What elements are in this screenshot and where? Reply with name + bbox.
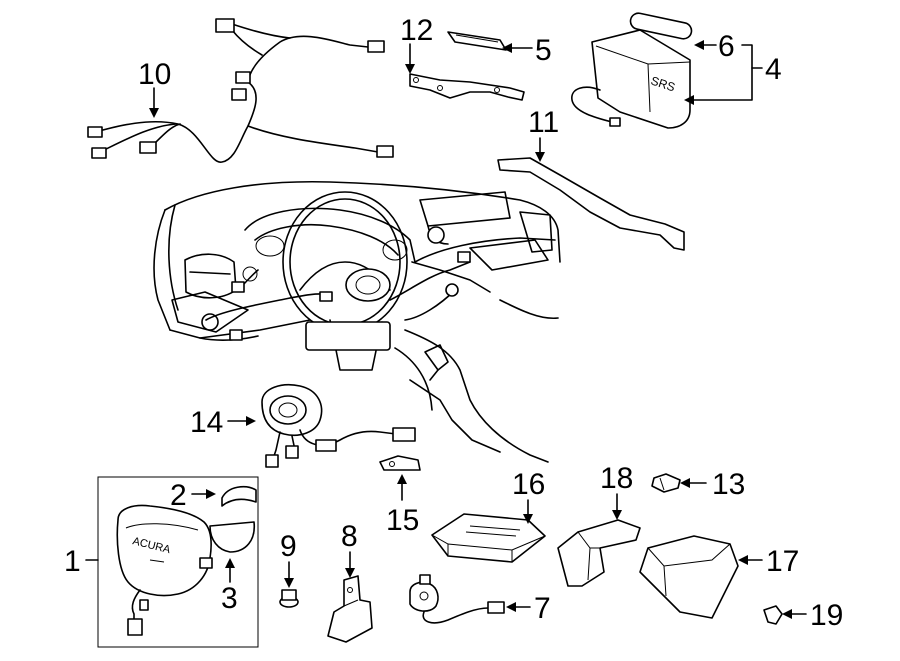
- callout-14: 14: [190, 406, 223, 439]
- part-14-clock-spring: [261, 384, 416, 468]
- callout-17: 17: [766, 545, 799, 578]
- part-3-cover: [209, 521, 255, 553]
- callout-12: 12: [400, 14, 433, 47]
- part-2-cover: [221, 485, 257, 507]
- part-5-cover: [447, 31, 507, 51]
- part-15-bracket: [379, 455, 421, 471]
- callout-1: 1: [64, 545, 81, 578]
- callout-3: 3: [221, 582, 238, 615]
- part-17-cover: [639, 535, 739, 619]
- part-10-harness: [87, 18, 394, 163]
- callout-16: 16: [512, 468, 545, 501]
- callout-leaders: [85, 40, 807, 619]
- callout-5: 5: [535, 34, 552, 67]
- part-19-clip: [763, 605, 783, 625]
- part-4-passenger-airbag: SRS: [571, 29, 691, 129]
- callout-8: 8: [341, 520, 358, 553]
- part-1-driver-airbag-box: ACURA: [97, 476, 259, 648]
- part-8-bracket: [327, 575, 373, 643]
- callout-7: 7: [534, 592, 551, 625]
- callout-19: 19: [810, 599, 843, 632]
- part-9-clip: [279, 589, 299, 608]
- callout-11: 11: [528, 106, 559, 139]
- dashboard-assembly: [153, 180, 561, 463]
- part-18-cover: [557, 519, 641, 587]
- part-11-duct: [497, 157, 685, 251]
- part-7-sensor: [409, 574, 505, 624]
- callout-numbers: 10 12 5 6 4 11 14 15 2 3 1 9 8 7 16 18 1…: [64, 14, 843, 632]
- callout-18: 18: [600, 462, 633, 495]
- callout-10: 10: [138, 58, 171, 91]
- callout-4: 4: [765, 53, 782, 86]
- callout-9: 9: [280, 530, 297, 563]
- callout-6: 6: [718, 30, 735, 63]
- part-6-bar: [629, 12, 693, 40]
- callout-13: 13: [712, 468, 745, 501]
- part-13-connector: [651, 473, 681, 493]
- callout-2: 2: [170, 479, 187, 512]
- part-12-bracket: [409, 73, 525, 101]
- callout-15: 15: [386, 504, 419, 537]
- part-16-control-unit: [431, 513, 546, 563]
